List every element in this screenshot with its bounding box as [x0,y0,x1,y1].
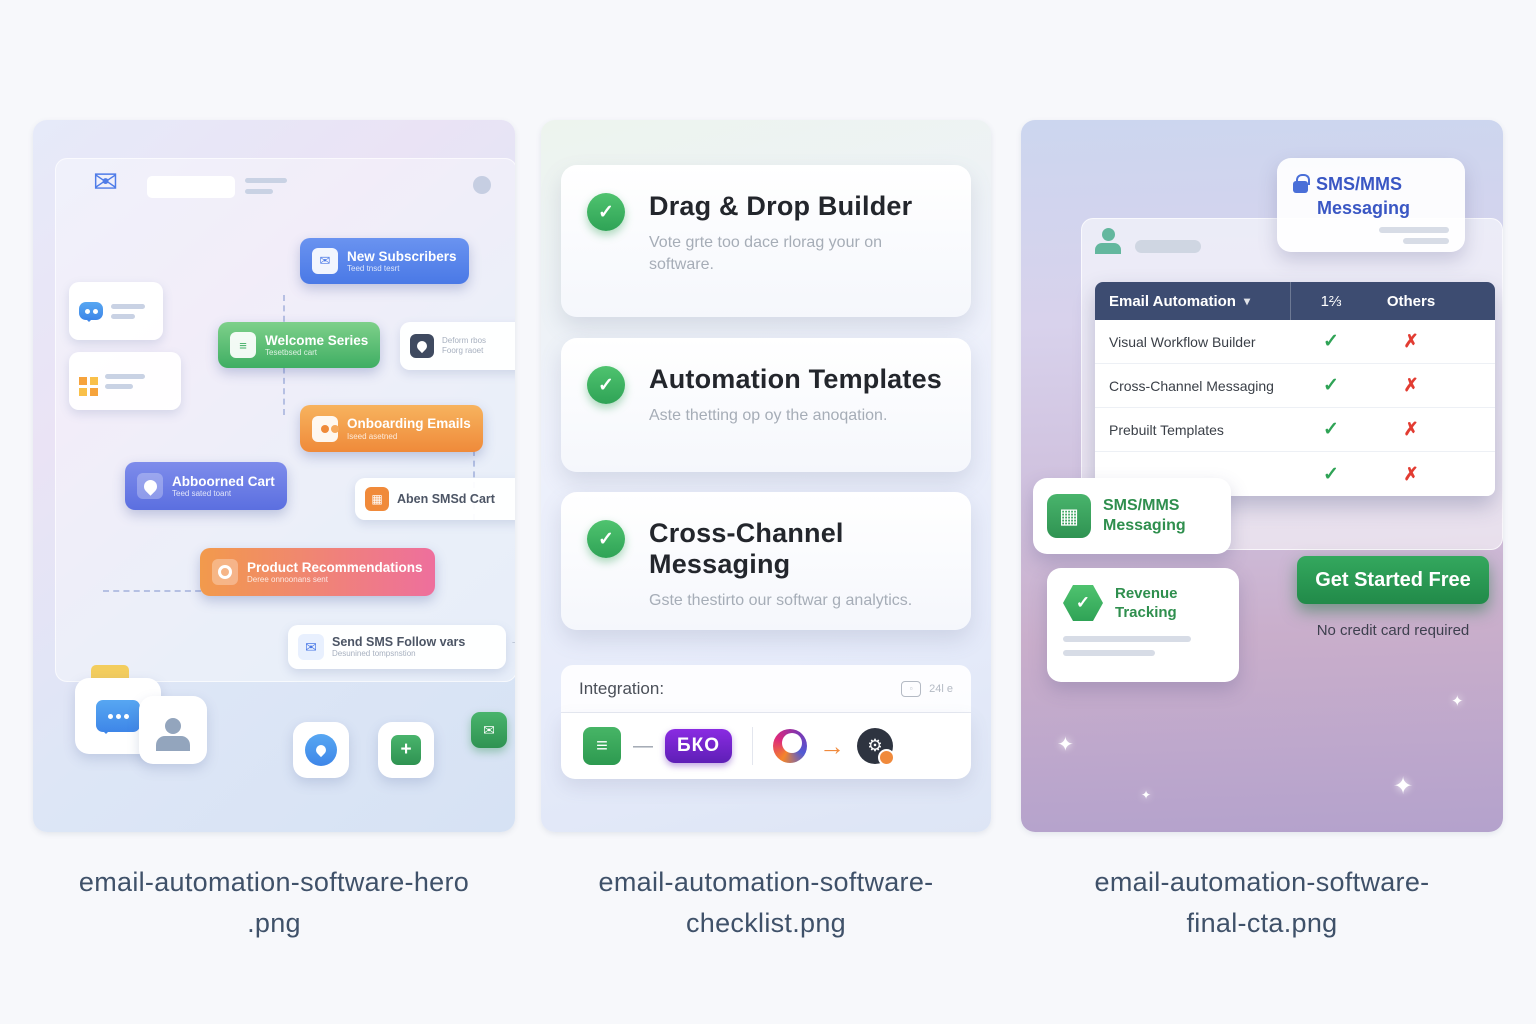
pin-icon [410,334,434,358]
arrow-right-icon: → [819,730,846,761]
placeholder-line [1063,636,1191,642]
sparkle-icon: ✦ [1393,773,1414,800]
toolbar-line [245,178,287,183]
integration-header: Integration: ▫ 24l e [561,665,971,713]
avatar-dot [473,176,491,194]
brush-icon [773,729,808,763]
table-row: Cross-Channel Messaging ✓ ✗ [1095,364,1495,408]
target-icon [212,559,238,585]
table-row: Visual Workflow Builder ✓ ✗ [1095,320,1495,364]
check-icon: ✓ [587,193,625,231]
mail-app-icon: ✉ [471,712,507,748]
no-credit-card-note: No credit card required [1316,622,1470,639]
node-onboarding-emails: Onboarding Emails Iseed asetned [300,405,483,452]
sparkle-icon: ✦ [1451,693,1464,710]
chat-bubble-icon [96,700,140,734]
get-started-button[interactable]: Get Started Free [1297,556,1489,604]
link-dash: — [633,734,653,757]
integration-icon-row: ≡ — БКО → ⚙ [561,713,971,779]
person-icon [1095,228,1121,254]
chat-icon [79,302,103,322]
filename-caption-checklist: email-automation-software- checklist.png [598,867,934,938]
sms-mms-badge-card: SMS/MMS Messaging [1277,158,1465,252]
check-icon: ✓ [587,366,625,404]
toolbar-field [1135,240,1201,253]
app-window-icon: ▫ [901,680,922,697]
check-icon: ✓ [1323,331,1339,352]
placeholder-line [1063,650,1155,656]
sparkle-icon: ✦ [1057,734,1074,756]
feature-card-templates: ✓ Automation Templates Aste thetting op … [561,338,971,472]
divider [752,727,754,765]
chevron-down-icon: ▾ [1243,294,1250,308]
check-icon: ✓ [1323,463,1339,485]
envelope-icon: ✉ [93,166,119,199]
chat-app-card [75,678,161,754]
brand-badge: БКО [665,729,733,763]
revenue-tracking-card: ✓ Revenue Tracking [1047,568,1239,682]
check-icon: ✓ [1323,375,1339,396]
sidebar-grid-card [69,352,181,410]
cross-icon: ✗ [1403,375,1419,395]
comparison-table-header: Email Automation ▾ 1⅔ Others [1095,282,1495,320]
hero-image-panel: ✉ ✉ New Subscribers Teed tnsd tesrt ≡ We… [33,120,515,832]
feature-card-cross-channel: ✓ Cross-Channel Messaging Gste thestirto… [561,492,971,630]
toolbar-field [147,176,235,198]
swap-arrow-icon: → [509,632,515,650]
toolbar-line [245,189,273,194]
plan-dropdown[interactable]: Email Automation ▾ [1095,282,1291,320]
sidebar-chat-card [69,282,163,340]
cross-icon: ✗ [1403,419,1419,439]
chat-icon: ≡ [230,332,256,358]
pin-icon [305,734,337,766]
filename-caption-final-cta: email-automation-software- final-cta.png [1094,867,1430,938]
health-app-card: + [378,722,434,778]
node-welcome-series: ≡ Welcome Series Tesetbsed cart [218,322,381,368]
check-icon: ✓ [1323,419,1339,440]
placeholder-line [1379,227,1449,233]
node-new-subscribers: ✉ New Subscribers Teed tnsd tesrt [300,238,469,284]
plus-icon: + [391,735,421,765]
node-product-recommendations: Product Recommendations Deree onnoonans … [200,548,435,596]
grid-icon [79,377,87,385]
cross-icon: ✗ [1403,463,1419,484]
final-cta-image-panel: ✦ ✦ ✦ ✦ Email Automation ▾ 1⅔ Others Vis… [1021,120,1503,832]
column-ours-label: 1⅔ [1320,292,1342,310]
checklist-image-panel: ✓ Drag & Drop Builder Vote grte too dace… [541,120,991,832]
column-others-label: Others [1386,292,1436,310]
pin-icon [137,473,163,499]
lock-icon [1293,174,1310,193]
envelope-icon: ✉ [298,634,324,660]
node-detail-card: Deform rbos Foorg raoet [400,322,515,370]
sms-mms-feature-card: ▦ SMS/MMS Messaging [1033,478,1231,554]
filename-caption-hero: email-automation-software-hero .png [78,867,470,938]
gear-app-icon: ⚙ [857,728,896,766]
node-send-sms-card: ✉ Send SMS Follow vars Desunined tompsns… [288,625,506,669]
hexagon-check-icon: ✓ [1063,585,1103,621]
placeholder-line [1403,238,1449,244]
mail-service-icon: ≡ [583,727,621,765]
table-row: Prebuilt Templates ✓ ✗ [1095,408,1495,452]
check-icon: ✓ [587,520,625,558]
person-icon [165,717,181,734]
comparison-table: Email Automation ▾ 1⅔ Others Visual Work… [1095,282,1495,496]
cart-icon: ▦ [365,487,389,511]
feature-card-drag-drop: ✓ Drag & Drop Builder Vote grte too dace… [561,165,971,317]
node-abandoned-cart: Abboorned Cart Teed sated toant [125,462,287,510]
people-icon [312,415,338,442]
avatar-card [139,696,207,764]
subscriber-icon: ✉ [312,248,338,274]
node-sms-cart-card: ▦ Aben SMSd Cart [355,478,515,520]
sparkle-icon: ✦ [1141,788,1152,802]
pin-app-card [293,722,349,778]
cross-icon: ✗ [1403,331,1419,351]
keypad-icon: ▦ [1047,494,1091,538]
connector-line [103,590,283,592]
